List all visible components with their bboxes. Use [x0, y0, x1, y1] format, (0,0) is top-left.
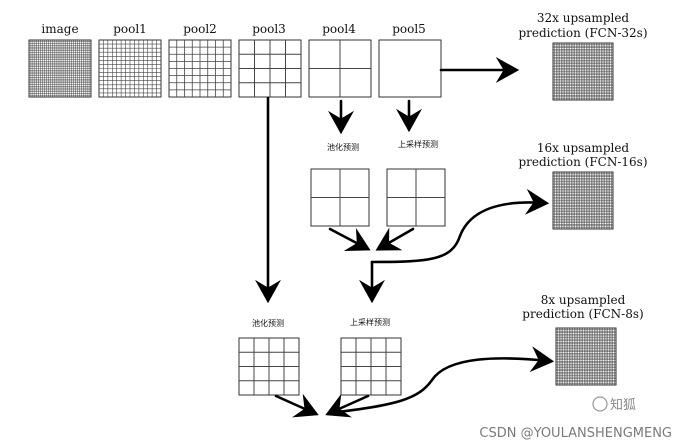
pool4-prediction-grid: [310, 168, 370, 227]
fcn16-label-line2: prediction (FCN-16s): [518, 155, 647, 169]
fcn32-label-line2: prediction (FCN-32s): [518, 26, 647, 40]
pool-predict-label-2: 池化预测: [252, 318, 284, 328]
label-pool5: pool5: [392, 22, 426, 36]
csdn-watermark: CSDN @YOULANSHENGMENG: [479, 426, 672, 441]
pool1-grid: [98, 39, 162, 98]
upsample-predict-label-1: 上采样预测: [398, 139, 438, 149]
label-pool2: pool2: [183, 22, 217, 36]
flow-arrows: [255, 57, 555, 418]
pool-predict-label-1: 池化预测: [327, 142, 359, 152]
upsample-predict-label-2: 上采样预测: [350, 317, 390, 327]
fcn32-prediction-grid: [552, 42, 614, 101]
arrow-mid-left-merge: [328, 227, 371, 252]
pool3-prediction-grid: [238, 337, 300, 396]
image-grid: [28, 39, 92, 98]
arrow-mid-right-merge: [375, 227, 415, 251]
arrow-to-fcn8: [328, 346, 555, 415]
label-pool3: pool3: [252, 22, 286, 36]
fcn8-label-line1: 8x upsampled: [541, 293, 626, 307]
upsampled-fused-prediction-grid: [340, 337, 402, 396]
label-pool1: pool1: [113, 22, 147, 36]
arrow-low-right-merge: [325, 393, 370, 418]
grid-frame: [378, 39, 442, 98]
fcn16-prediction-grid: [552, 171, 614, 230]
pool2-grid: [168, 39, 232, 98]
zhihu-logo-icon: [592, 396, 608, 412]
pool3-grid: [238, 39, 302, 98]
fcn8-prediction-grid: [555, 327, 617, 386]
arrow-to-fcn16: [370, 188, 550, 264]
label-pool4: pool4: [322, 22, 356, 36]
arrow-low-left-merge: [274, 393, 319, 418]
pool4-grid: [308, 39, 372, 98]
fcn8-label-line2: prediction (FCN-8s): [522, 307, 643, 321]
fcn32-label-line1: 32x upsampled: [537, 11, 630, 25]
zhihu-watermark-text: 知狐: [610, 397, 636, 413]
label-image: image: [41, 22, 78, 36]
fcn16-label-line1: 16x upsampled: [537, 141, 630, 155]
zhihu-watermark: 知狐: [592, 396, 636, 413]
pool5-grid: [378, 39, 442, 98]
upsampled-pool5-prediction-grid: [386, 168, 446, 227]
